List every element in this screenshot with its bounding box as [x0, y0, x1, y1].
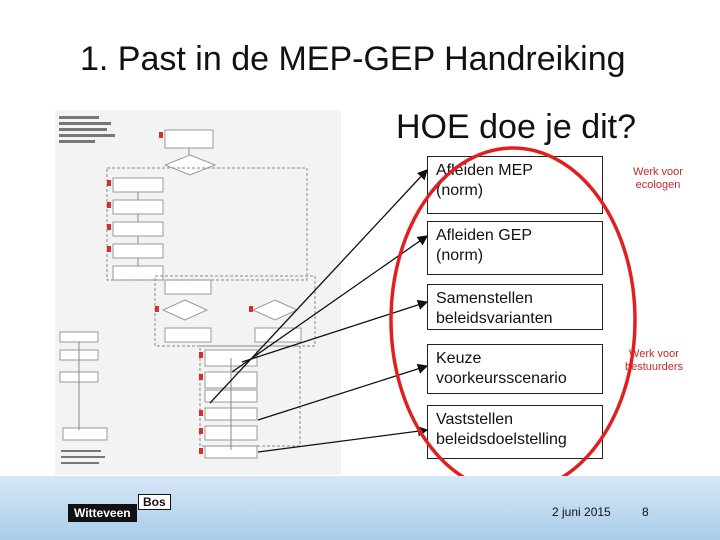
step-label: Vaststellen beleidsdoelstelling [436, 411, 567, 448]
slide-subtitle: HOE doe je dit? [396, 108, 637, 146]
step-label: Samenstellen beleidsvarianten [436, 290, 553, 327]
step-box-afleiden-gep: Afleiden GEP (norm) [427, 221, 603, 275]
step-box-afleiden-mep: Afleiden MEP (norm) [427, 156, 603, 214]
logo-part2: Bos [138, 494, 171, 510]
flowchart-image [55, 110, 341, 475]
step-label: Afleiden GEP (norm) [436, 227, 533, 264]
flowchart-diagram [55, 110, 341, 475]
slide-title: 1. Past in de MEP-GEP Handreiking [80, 40, 626, 78]
note-ecologen: Werk voor ecologen [633, 166, 683, 191]
page-number: 8 [642, 505, 649, 519]
logo-part1: Witteveen [68, 504, 137, 522]
step-label: Afleiden MEP (norm) [436, 162, 533, 199]
note-bestuurders: Werk voor bestuurders [624, 348, 684, 373]
step-box-vaststellen: Vaststellen beleidsdoelstelling [427, 405, 603, 459]
step-label: Keuze voorkeursscenario [436, 350, 567, 387]
footer-date: 2 juni 2015 [552, 505, 611, 519]
step-box-keuze: Keuze voorkeursscenario [427, 344, 603, 394]
step-box-samenstellen: Samenstellen beleidsvarianten [427, 284, 603, 330]
